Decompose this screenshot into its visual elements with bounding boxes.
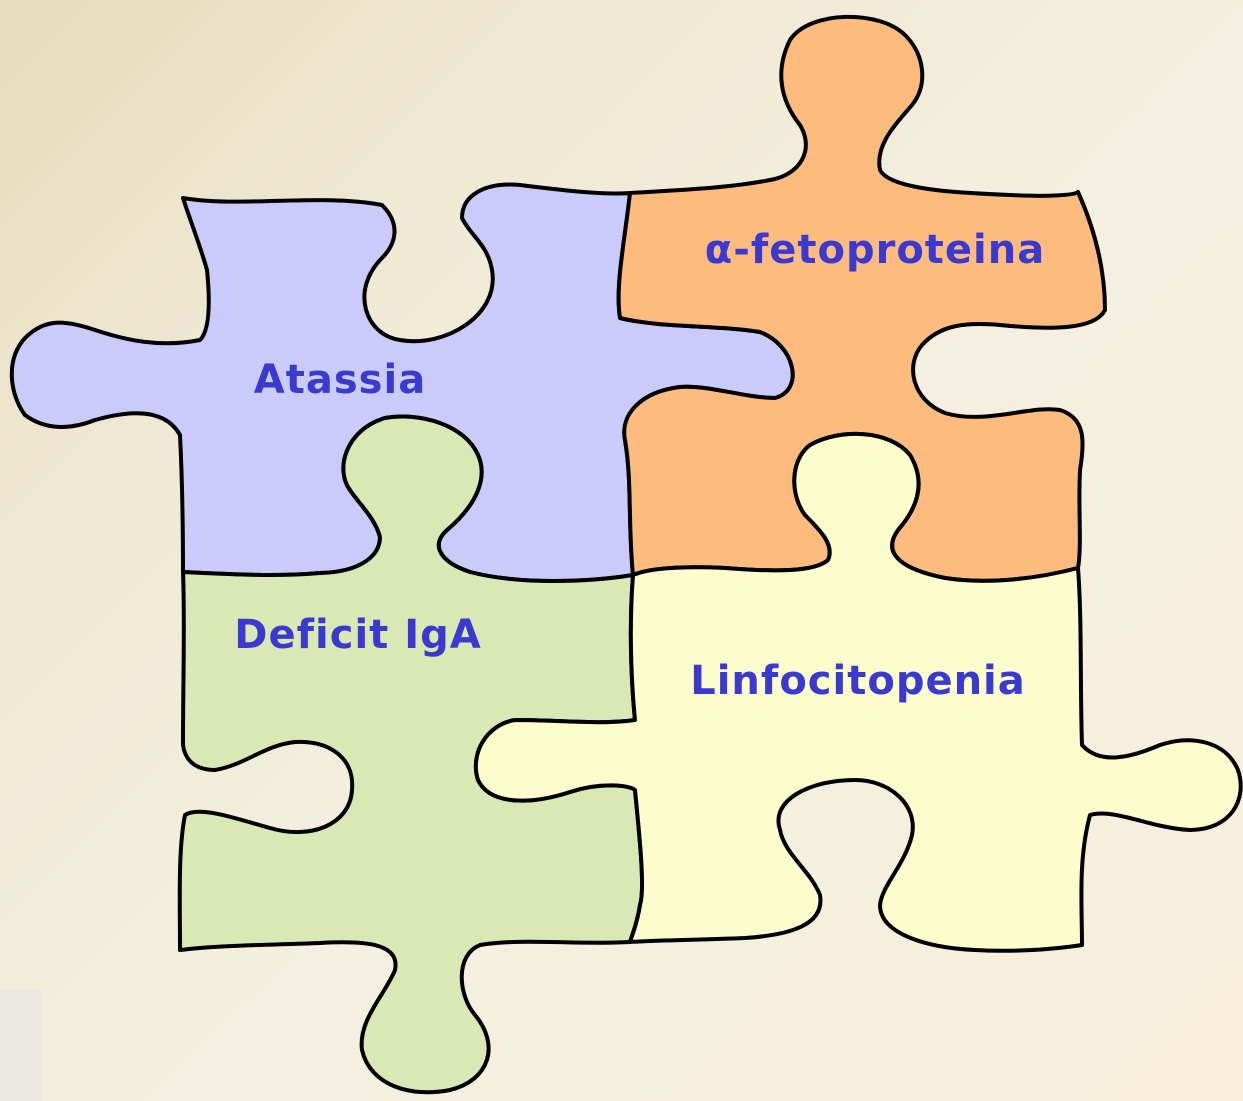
piece-label-alpha-fetoprotein: α-fetoproteina xyxy=(705,227,1045,273)
piece-label-deficit-iga: Deficit IgA xyxy=(234,612,481,658)
piece-label-atassia: Atassia xyxy=(254,357,426,403)
piece-label-linfocitopenia: Linfocitopenia xyxy=(690,658,1026,704)
